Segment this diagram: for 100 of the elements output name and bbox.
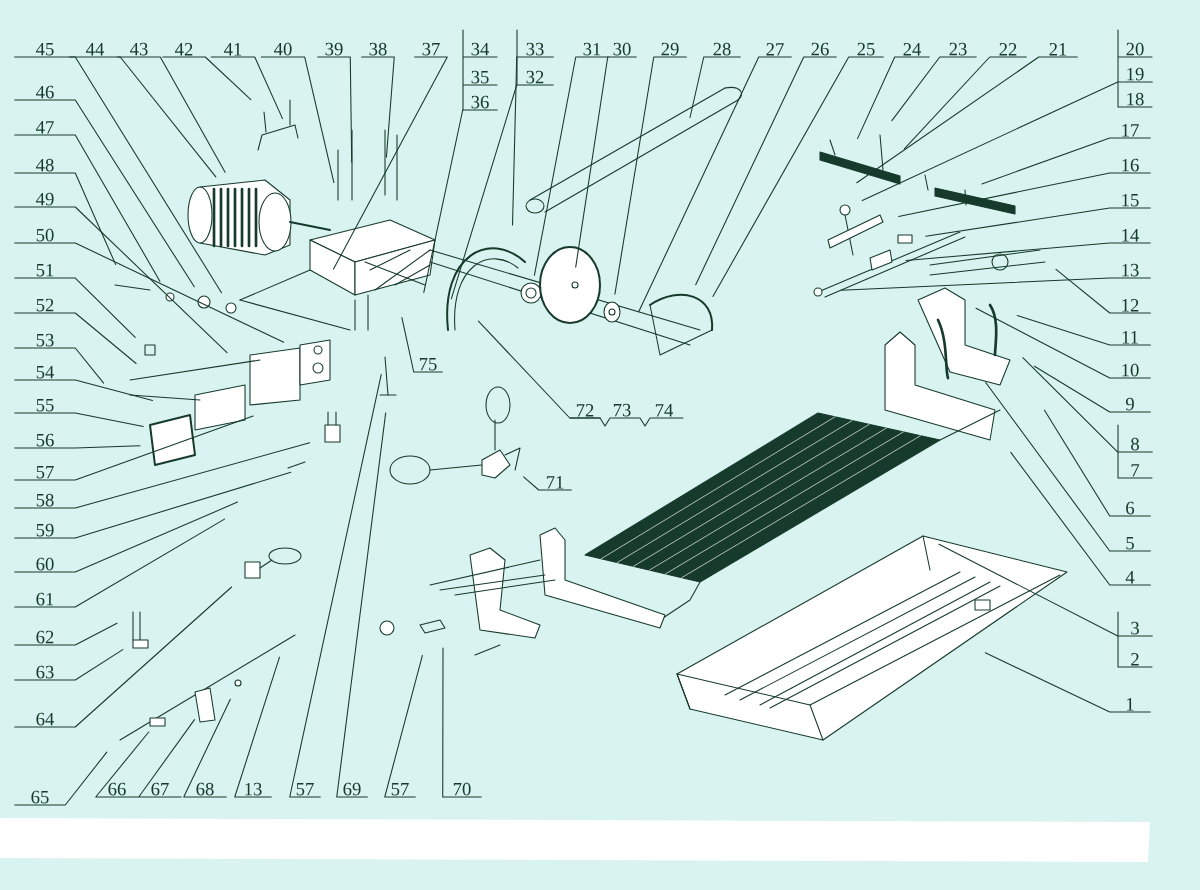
- leader-line: [1010, 451, 1151, 586]
- callout-number: 61: [36, 592, 54, 606]
- leader-line: [14, 277, 136, 338]
- leader-line: [14, 586, 233, 728]
- leader-line: [712, 56, 884, 297]
- callout-number: 58: [36, 493, 54, 507]
- leader-line: [985, 381, 1151, 552]
- callout-number: 33: [526, 42, 544, 56]
- callout-number: 21: [1049, 43, 1067, 56]
- leader-line: [523, 476, 572, 491]
- leader-line: [856, 56, 1078, 184]
- leader-line: [861, 81, 1153, 201]
- callout-number: 52: [36, 298, 54, 312]
- leader-line: [975, 307, 1151, 379]
- leader-line: [14, 206, 228, 354]
- leader-line: [162, 56, 252, 101]
- callout-number: 70: [453, 782, 471, 796]
- callout-number: 73: [613, 403, 631, 417]
- callout-number: 26: [811, 42, 829, 56]
- callout-number: 1: [1126, 698, 1134, 711]
- leader-line: [689, 56, 741, 119]
- callout-number: 12: [1122, 299, 1139, 312]
- leader-line: [575, 56, 637, 268]
- callout-number: 53: [36, 333, 54, 347]
- leader-line: [14, 312, 137, 365]
- callout-number: 65: [31, 790, 49, 804]
- callout-number: 44: [86, 43, 105, 56]
- callout-number: 68: [196, 782, 214, 796]
- leader-line: [1016, 314, 1151, 346]
- leader-line: [14, 347, 105, 384]
- leader-line: [442, 647, 482, 798]
- leader-line: [14, 445, 141, 449]
- callout-number: 72: [576, 404, 594, 417]
- leader-line: [1022, 357, 1153, 453]
- leader-line: [984, 652, 1151, 713]
- leader-line: [317, 56, 353, 163]
- callout-number: 74: [655, 404, 674, 417]
- leader-line: [260, 56, 335, 184]
- callout-number: 3: [1131, 621, 1139, 635]
- leader-line: [69, 56, 217, 178]
- callout-number: 34: [471, 42, 490, 56]
- callout-number: 19: [1127, 67, 1144, 81]
- leader-line: [289, 374, 382, 798]
- callout-number: 29: [661, 42, 679, 56]
- callout-number: 20: [1126, 42, 1144, 56]
- callout-number: 9: [1125, 397, 1134, 411]
- callout-number: 4: [1125, 571, 1135, 584]
- callout-number: 17: [1122, 124, 1139, 137]
- leader-line: [14, 649, 124, 681]
- callout-number: 49: [36, 192, 54, 206]
- callout-number: 16: [1122, 158, 1139, 172]
- callout-number: 13: [245, 782, 262, 796]
- callout-number: 2: [1131, 653, 1139, 666]
- callout-number: 28: [713, 42, 731, 56]
- callout-number: 66: [108, 782, 126, 796]
- callout-number: 36: [471, 95, 489, 109]
- leader-line: [14, 442, 311, 509]
- leader-line: [14, 99, 195, 288]
- leader-line: [614, 56, 687, 295]
- leader-line: [14, 379, 154, 401]
- callout-number: 32: [526, 70, 544, 84]
- callout-number: 39: [325, 42, 343, 56]
- leader-line: [14, 622, 118, 646]
- leader-line: [336, 412, 387, 798]
- callout-number: 62: [36, 630, 54, 644]
- leader-line: [925, 207, 1151, 237]
- leader-line: [14, 518, 226, 608]
- callout-number: 14: [1122, 229, 1140, 242]
- leader-line: [533, 56, 609, 276]
- leader-line: [477, 320, 601, 419]
- leader-line: [511, 56, 554, 226]
- leader-line: [938, 543, 1153, 637]
- callout-number: 18: [1127, 92, 1144, 106]
- callout-number: 43: [130, 42, 148, 56]
- leader-line: [14, 56, 223, 294]
- callout-number: 7: [1131, 464, 1140, 477]
- callout-number: 8: [1131, 437, 1139, 451]
- leader-line: [14, 471, 292, 539]
- leader-line: [332, 56, 448, 270]
- callout-number: 51: [36, 263, 54, 277]
- callout-number: 5: [1126, 537, 1134, 550]
- callout-number: 75: [419, 358, 437, 371]
- callout-number: 64: [36, 712, 55, 726]
- callout-number: 55: [36, 399, 54, 412]
- callout-number: 67: [151, 782, 169, 796]
- callout-number: 40: [274, 42, 292, 56]
- callout-number: 13: [1122, 263, 1139, 277]
- callout-number: 23: [949, 42, 967, 56]
- leader-line: [891, 56, 977, 122]
- leader-line: [423, 109, 498, 293]
- callout-number: 46: [36, 85, 54, 99]
- leader-line: [138, 719, 196, 798]
- leader-line: [903, 56, 1027, 150]
- callout-number: 25: [857, 42, 875, 56]
- leader-line: [905, 242, 1151, 262]
- callout-number: 56: [36, 433, 54, 447]
- callout-number: 41: [224, 43, 242, 56]
- callout-number: 71: [546, 476, 564, 489]
- leader-line: [14, 134, 161, 282]
- callout-number: 48: [36, 158, 54, 172]
